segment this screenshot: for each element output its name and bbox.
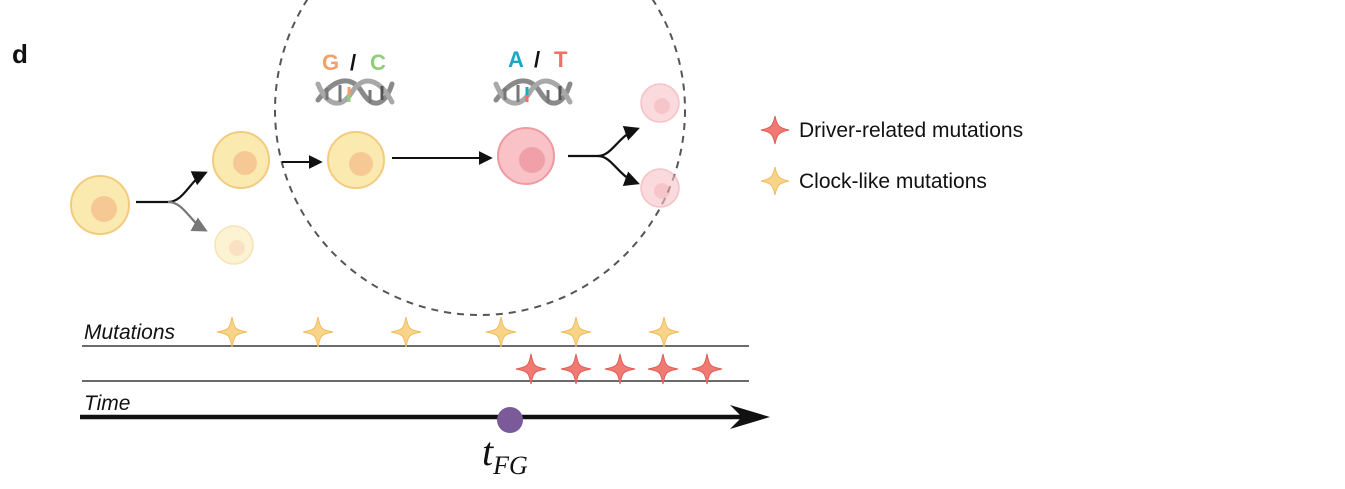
driver-star-icon (760, 115, 790, 145)
driver-star-icon (560, 353, 592, 385)
precursor-cell (327, 131, 385, 189)
panel-letter: d (12, 39, 28, 69)
ancestral-cell (70, 175, 130, 235)
driver-star-icon (515, 353, 547, 385)
clock-star-icon (302, 316, 334, 348)
clonal-expansion-circle (274, 0, 686, 316)
legend-item-driver: Driver-related mutations (760, 115, 1023, 145)
clock-mutation-stars (216, 316, 680, 348)
time-axis-arrowhead (730, 405, 770, 429)
transformed-daughter-cell (640, 83, 680, 123)
base-left: A (508, 47, 524, 72)
dna-helix-icon (493, 78, 573, 106)
base-right: T (554, 47, 568, 72)
driver-star-icon (604, 353, 636, 385)
base-pair-label: G / C (322, 50, 386, 75)
legend-label: Clock-like mutations (799, 170, 987, 193)
faded-daughter-cell (214, 225, 254, 265)
transformed-cell (497, 127, 555, 185)
tfg-marker (497, 407, 523, 433)
clock-star-icon (760, 166, 790, 196)
daughter-cell (212, 131, 270, 189)
clock-star-icon (648, 316, 680, 348)
legend: Driver-related mutations Clock-like muta… (760, 115, 1023, 196)
tfg-label-subscript: FG (492, 451, 528, 480)
base-left: G (322, 50, 339, 75)
legend-label: Driver-related mutations (799, 119, 1023, 142)
division-arrow-1 (136, 171, 208, 232)
dna-helix-icon (315, 78, 395, 106)
tfg-label: tFG (482, 429, 528, 480)
clock-star-icon (485, 316, 517, 348)
clock-star-icon (560, 316, 592, 348)
mutations-row-label: Mutations (84, 321, 176, 344)
base-separator: / (350, 50, 356, 75)
division-arrow-2 (568, 126, 640, 186)
time-axis-label: Time (84, 392, 130, 415)
base-right: C (370, 50, 386, 75)
driver-mutation-stars (515, 353, 723, 385)
clock-star-icon (390, 316, 422, 348)
legend-item-clock: Clock-like mutations (760, 166, 987, 196)
base-pair-label: A / T (508, 47, 568, 72)
transformed-daughter-cell (640, 168, 680, 208)
driver-star-icon (647, 353, 679, 385)
clock-star-icon (216, 316, 248, 348)
base-separator: / (534, 47, 540, 72)
tfg-label-main: t (482, 429, 494, 474)
driver-star-icon (691, 353, 723, 385)
